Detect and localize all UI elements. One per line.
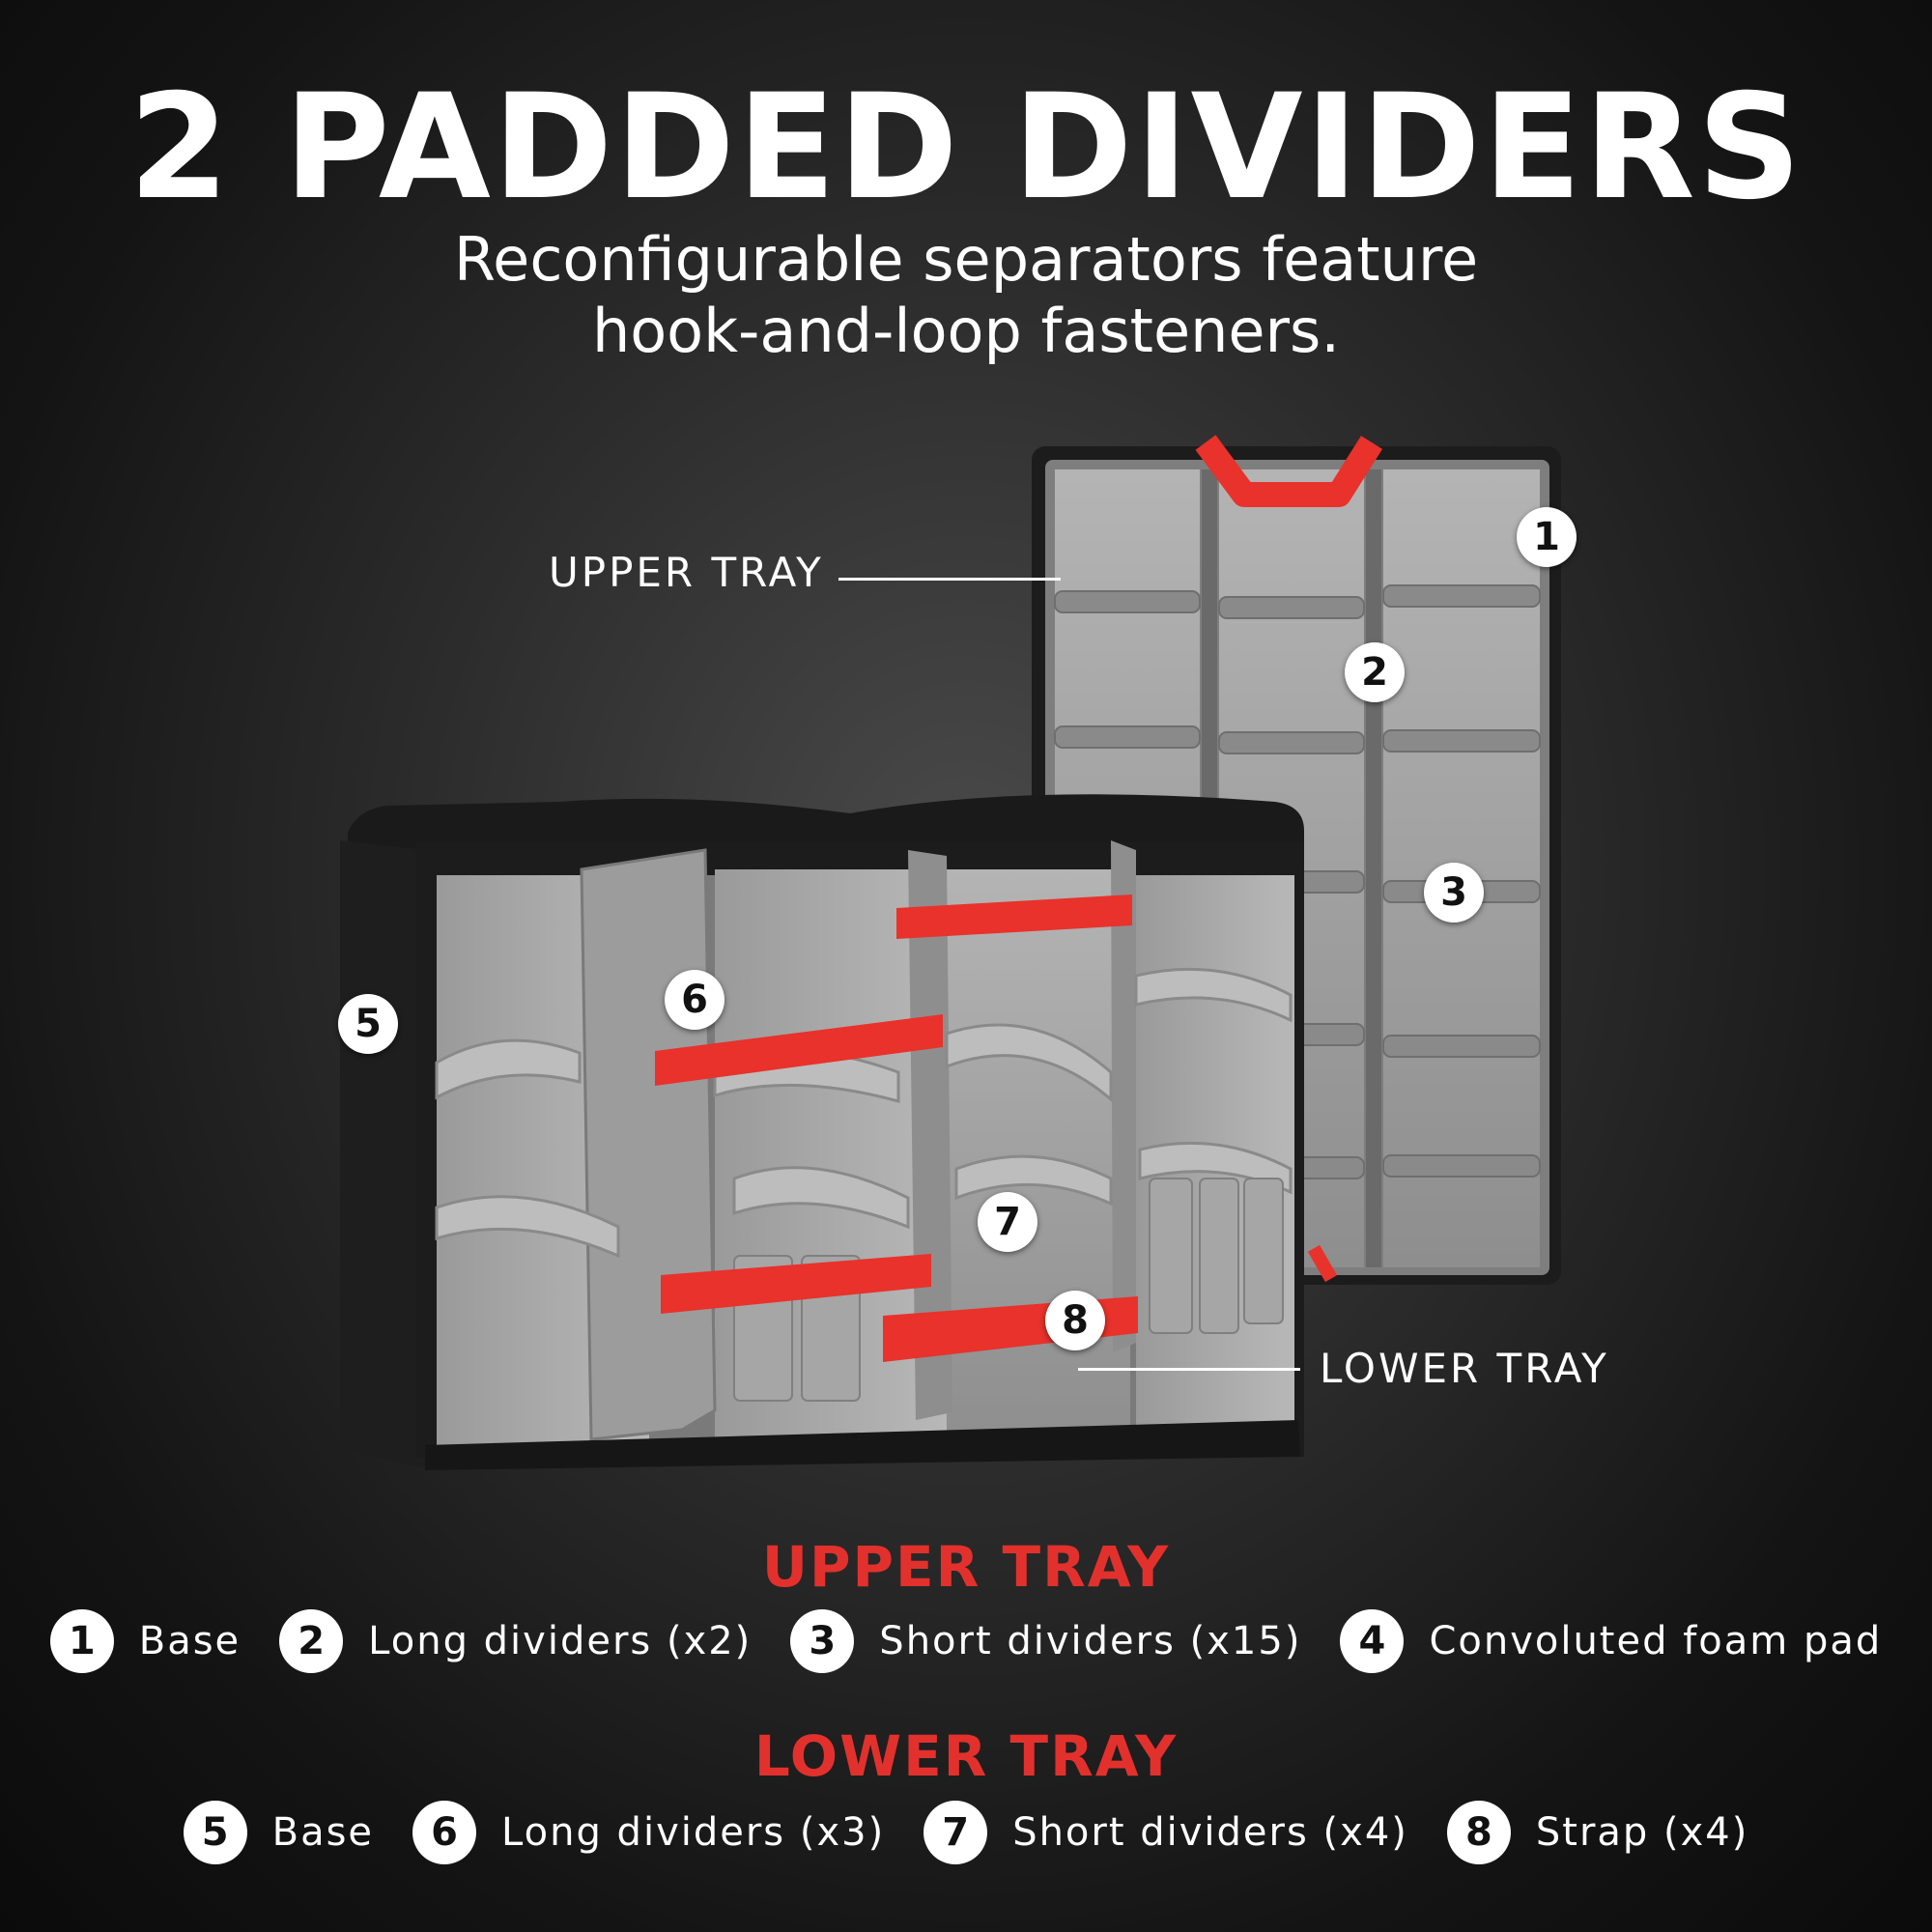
legend-item-4: 4 Convoluted foam pad	[1340, 1609, 1882, 1673]
marker-2: 2	[1345, 642, 1405, 702]
page-title: 2 PADDED DIVIDERS	[128, 64, 1804, 232]
legend-item-5: 5 Base	[183, 1801, 375, 1864]
legend-label: Convoluted foam pad	[1429, 1619, 1883, 1663]
legend-number-badge: 8	[1446, 1801, 1511, 1864]
legend-item-7: 7 Short dividers (x4)	[923, 1801, 1408, 1864]
lower-tray-leader-line	[1078, 1368, 1300, 1371]
legend-number-badge: 6	[412, 1801, 477, 1864]
marker-8: 8	[1045, 1291, 1105, 1350]
legend-label: Long dividers (x3)	[501, 1810, 886, 1855]
legend-number-badge: 2	[279, 1609, 344, 1673]
legend-number-badge: 4	[1340, 1609, 1405, 1673]
upper-tray-legend: 1 Base 2 Long dividers (x2) 3 Short divi…	[0, 1609, 1932, 1673]
legend-item-2: 2 Long dividers (x2)	[279, 1609, 752, 1673]
legend-number-badge: 5	[183, 1801, 247, 1864]
lower-tray-graphic	[340, 794, 1304, 1470]
subtitle-line-1: Reconfigurable separators feature	[453, 224, 1479, 295]
marker-3: 3	[1424, 863, 1484, 923]
legend-item-8: 8 Strap (x4)	[1446, 1801, 1749, 1864]
lower-tray-heading: LOWER TRAY	[753, 1723, 1179, 1789]
legend-label: Base	[138, 1619, 242, 1663]
marker-1: 1	[1517, 507, 1577, 567]
legend-label: Long dividers (x2)	[368, 1619, 753, 1663]
legend-number-badge: 7	[923, 1801, 988, 1864]
subtitle-line-2: hook-and-loop fasteners.	[591, 296, 1341, 366]
marker-5: 5	[338, 994, 398, 1054]
upper-tray-heading: UPPER TRAY	[761, 1534, 1171, 1600]
legend-label: Base	[271, 1810, 375, 1855]
marker-6: 6	[665, 970, 724, 1030]
lower-tray-legend: 5 Base 6 Long dividers (x3) 7 Short divi…	[0, 1801, 1932, 1864]
legend-label: Strap (x4)	[1535, 1810, 1749, 1855]
legend-number-badge: 3	[790, 1609, 855, 1673]
page-subtitle: Reconfigurable separators feature hook-a…	[0, 224, 1932, 367]
legend-item-3: 3 Short dividers (x15)	[790, 1609, 1301, 1673]
legend-label: Short dividers (x4)	[1012, 1810, 1408, 1855]
legend-number-badge: 1	[49, 1609, 114, 1673]
marker-7: 7	[978, 1192, 1037, 1252]
legend-item-6: 6 Long dividers (x3)	[412, 1801, 885, 1864]
upper-tray-leader-line	[838, 578, 1061, 581]
legend-label: Short dividers (x15)	[879, 1619, 1302, 1663]
lower-tray-callout: LOWER TRAY	[1320, 1345, 1609, 1392]
upper-tray-callout: UPPER TRAY	[549, 549, 824, 596]
legend-item-1: 1 Base	[49, 1609, 242, 1673]
